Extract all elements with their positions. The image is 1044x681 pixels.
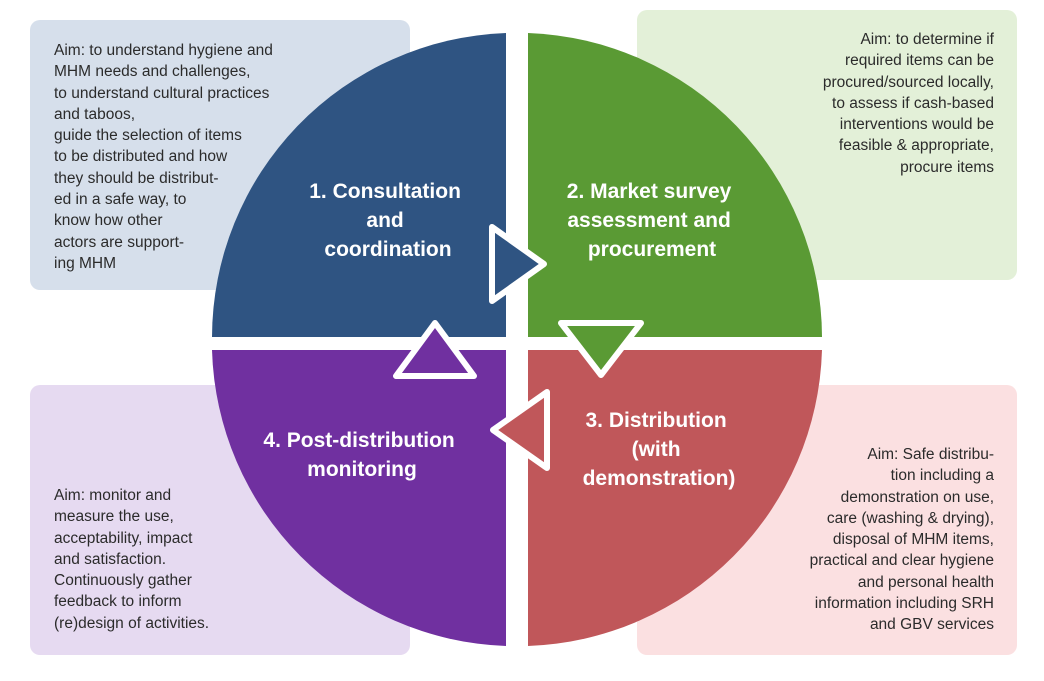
step-line: 2. Market survey xyxy=(567,180,732,203)
arrow-right-icon xyxy=(489,224,547,304)
quadrant-monitoring xyxy=(212,350,506,646)
step-label-consultation: 1. Consultation and coordination xyxy=(309,180,467,261)
step-line: monitoring xyxy=(307,458,417,481)
step-line: (with xyxy=(632,438,681,461)
step-line: 4. Post-distribution xyxy=(263,429,454,452)
step-line: and xyxy=(366,209,403,232)
aim-text-market: Aim: to determine if required items can … xyxy=(822,31,994,176)
arrow-down-icon xyxy=(558,320,644,378)
aim-text-consultation: Aim: to understand hygiene and MHM needs… xyxy=(54,42,273,272)
step-label-monitoring: 4. Post-distribution monitoring xyxy=(263,429,460,481)
step-label-distribution: 3. Distribution (with demonstration) xyxy=(583,409,736,490)
aim-text-distribution: Aim: Safe distribu- tion including a dem… xyxy=(809,446,994,634)
step-line: 3. Distribution xyxy=(585,409,726,432)
step-line: coordination xyxy=(324,238,451,261)
step-line: demonstration) xyxy=(583,467,736,490)
quadrant-market xyxy=(528,33,822,337)
aim-text-monitoring: Aim: monitor and measure the use, accept… xyxy=(54,487,210,632)
arrow-left-icon xyxy=(490,389,550,471)
quadrant-consultation xyxy=(212,33,506,337)
step-line: assessment and xyxy=(567,209,730,232)
arrow-up-icon xyxy=(393,320,477,379)
step-line: 1. Consultation xyxy=(309,180,461,203)
step-label-market: 2. Market survey assessment and procurem… xyxy=(567,180,737,261)
step-line: procurement xyxy=(588,238,716,261)
quadrant-distribution xyxy=(528,350,822,646)
